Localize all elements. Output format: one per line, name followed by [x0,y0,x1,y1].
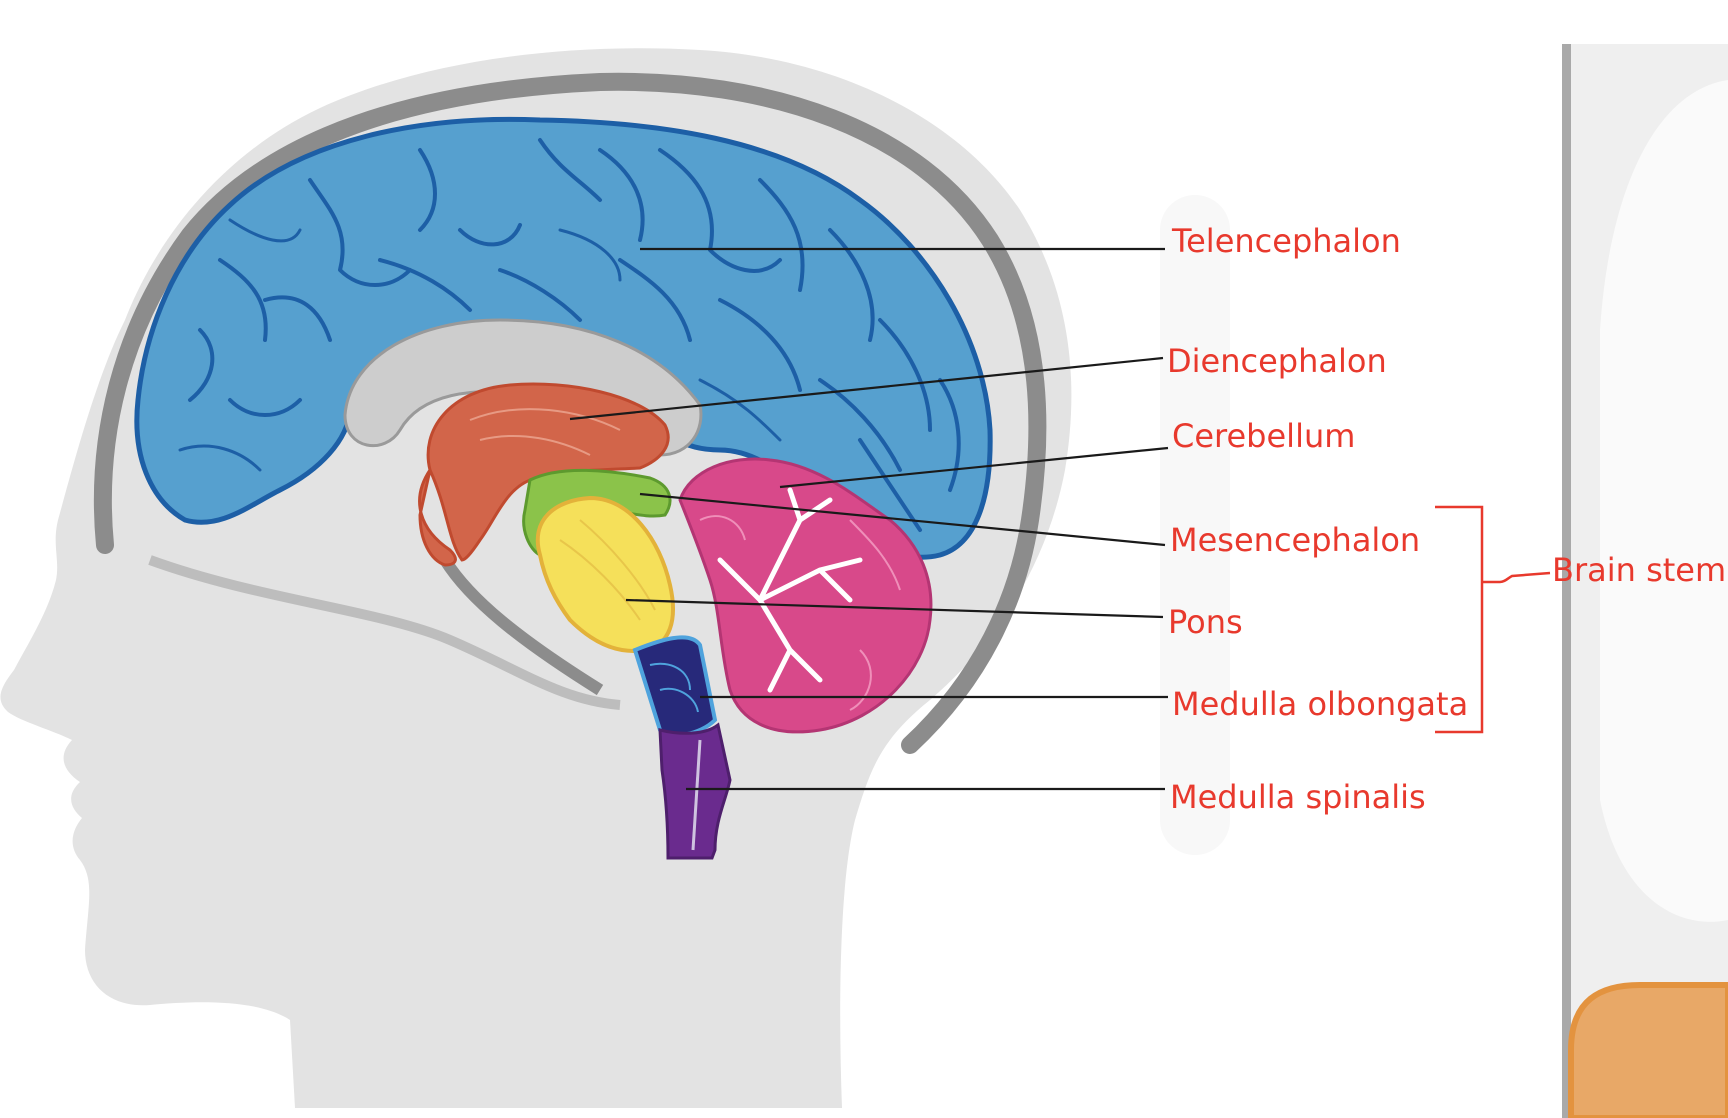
label-pons: Pons [1168,603,1243,641]
telencephalon-region [134,116,993,560]
brain-stem-bracket [1435,505,1551,734]
label-medulla-oblongata: Medulla olbongata [1172,685,1468,723]
label-telencephalon: Telencephalon [1171,222,1401,260]
label-mesencephalon: Mesencephalon [1170,521,1420,559]
leader-cerebellum [779,446,1169,489]
medulla-spinalis-region [658,722,732,860]
side-panel [1562,44,1728,1118]
label-brain-stem: Brain stem [1552,551,1726,589]
label-cerebellum: Cerebellum [1172,417,1355,455]
leader-pons [625,598,1164,619]
label-diencephalon: Diencephalon [1167,342,1387,380]
skull [93,72,1047,754]
leader-diencephalon [569,356,1164,421]
label-medulla-spinalis: Medulla spinalis [1170,778,1426,816]
label-backdrop [1160,195,1230,855]
leader-mesencephalon [639,492,1166,547]
leader-lines [569,247,1169,791]
